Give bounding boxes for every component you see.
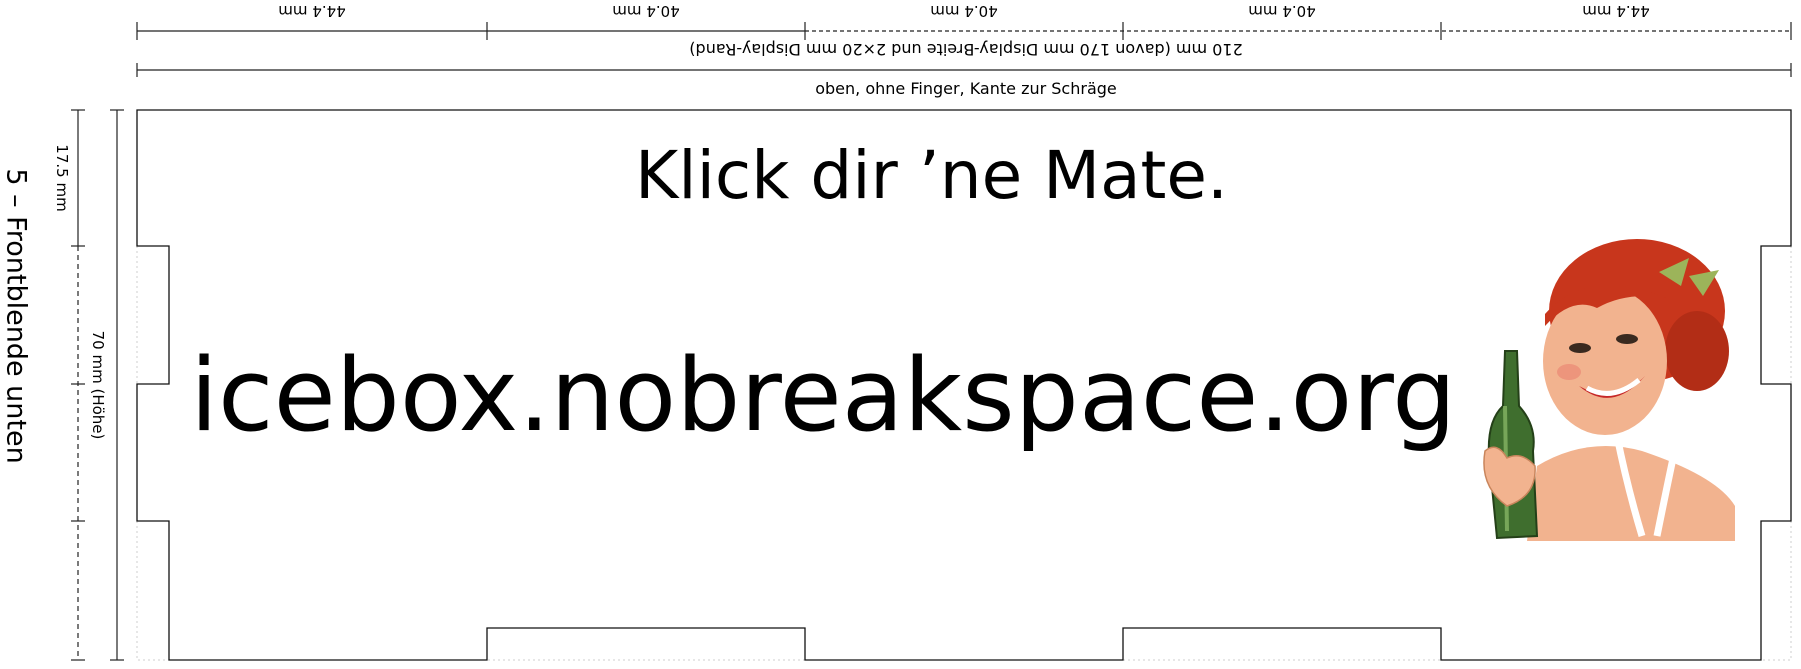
green-bottle bbox=[1487, 350, 1539, 540]
joint-dimension-line bbox=[71, 109, 85, 661]
website-url: icebox.nobreakspace.org bbox=[190, 336, 1457, 454]
bangs bbox=[1545, 285, 1667, 326]
right-eye bbox=[1616, 334, 1638, 344]
left-eye bbox=[1569, 343, 1591, 353]
top-edge-label: oben, ohne Finger, Kante zur Schräge bbox=[815, 79, 1117, 98]
cheek-blush bbox=[1557, 364, 1581, 380]
width-dimension-line bbox=[136, 63, 1792, 77]
hair-bun bbox=[1665, 311, 1729, 391]
hair-bow bbox=[1659, 258, 1719, 296]
hand bbox=[1483, 446, 1536, 507]
panel-outline bbox=[136, 109, 1792, 661]
height-dimension-line bbox=[110, 109, 124, 661]
segment-dimension-lines bbox=[136, 22, 1792, 40]
teeth bbox=[1585, 378, 1641, 396]
pinup-illustration bbox=[1483, 239, 1735, 541]
headline: Klick dir ’ne Mate. bbox=[634, 137, 1229, 214]
face bbox=[1543, 287, 1667, 435]
swimsuit-strap bbox=[1613, 415, 1686, 538]
